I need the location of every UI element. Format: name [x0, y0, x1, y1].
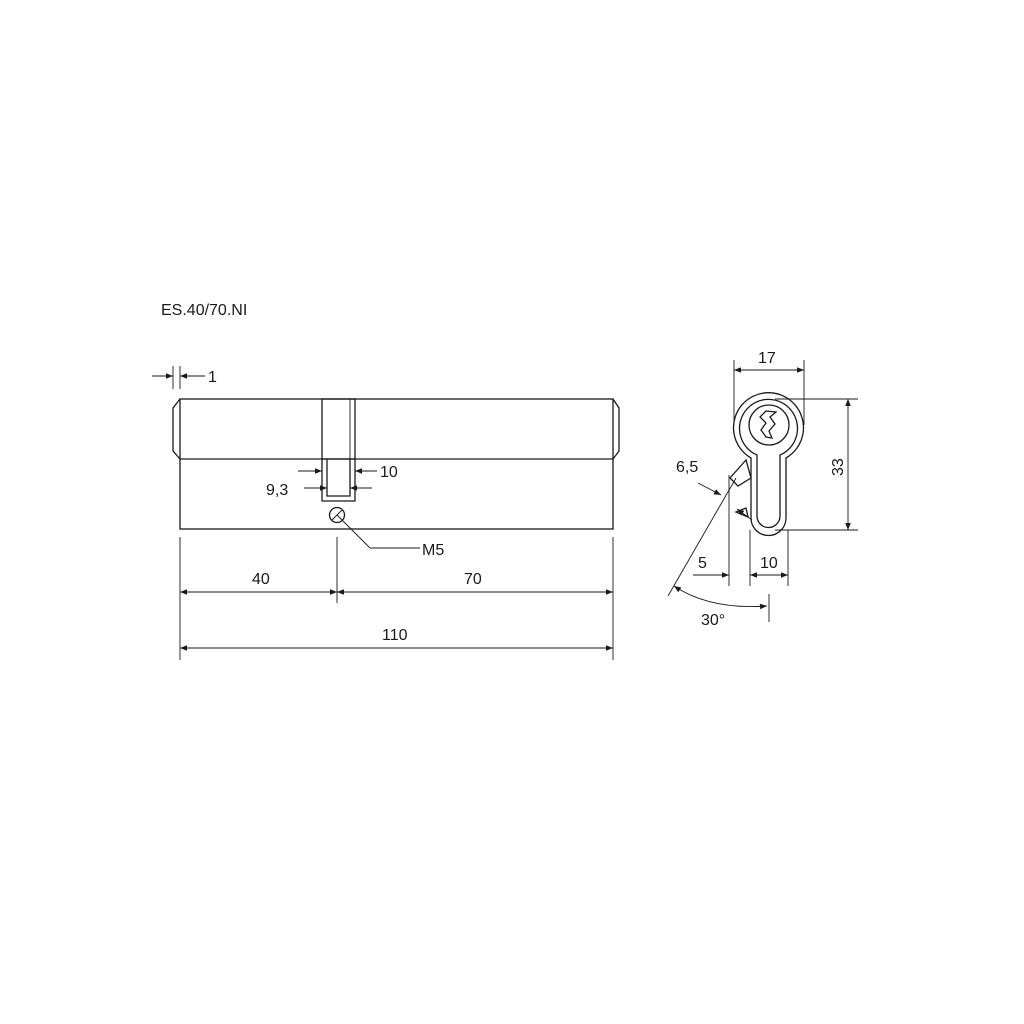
dim-cam-inner: 9,3 [266, 482, 372, 499]
dim-angle: 30° [667, 477, 770, 629]
cylinder-side-view [172, 398, 620, 549]
dim-end-bottom: 5 10 [693, 475, 789, 586]
dim-end-width: 17 [733, 350, 805, 425]
screw-label: M5 [422, 542, 444, 559]
dim-label-cam-outer: 10 [380, 464, 398, 481]
drawing-title: ES.40/70.NI [161, 302, 247, 319]
dim-label-right: 70 [464, 571, 482, 588]
dim-end-height: 33 [775, 398, 858, 531]
dim-offset-1: 1 [152, 366, 217, 389]
dim-label-end-bottom: 10 [760, 555, 778, 572]
dim-label-end-width: 17 [758, 350, 776, 367]
dim-label-cam-inner: 9,3 [266, 482, 288, 499]
dim-label-end-height: 33 [830, 458, 847, 476]
dim-label-left: 40 [252, 571, 270, 588]
dim-label-cam-width: 6,5 [676, 459, 698, 476]
dim-cam-outer: 10 [298, 464, 398, 481]
dim-right-length: 70 [337, 571, 613, 595]
dim-label-total: 110 [382, 627, 408, 644]
cylinder-end-view [729, 392, 805, 537]
dim-label-offset: 1 [208, 369, 217, 386]
dim-label-angle: 30° [701, 612, 725, 629]
dim-cam-width: 6,5 [676, 459, 753, 521]
dim-left-length: 40 [180, 571, 337, 595]
dim-label-end-offset: 5 [698, 555, 707, 572]
dim-total-length: 110 [180, 627, 613, 651]
